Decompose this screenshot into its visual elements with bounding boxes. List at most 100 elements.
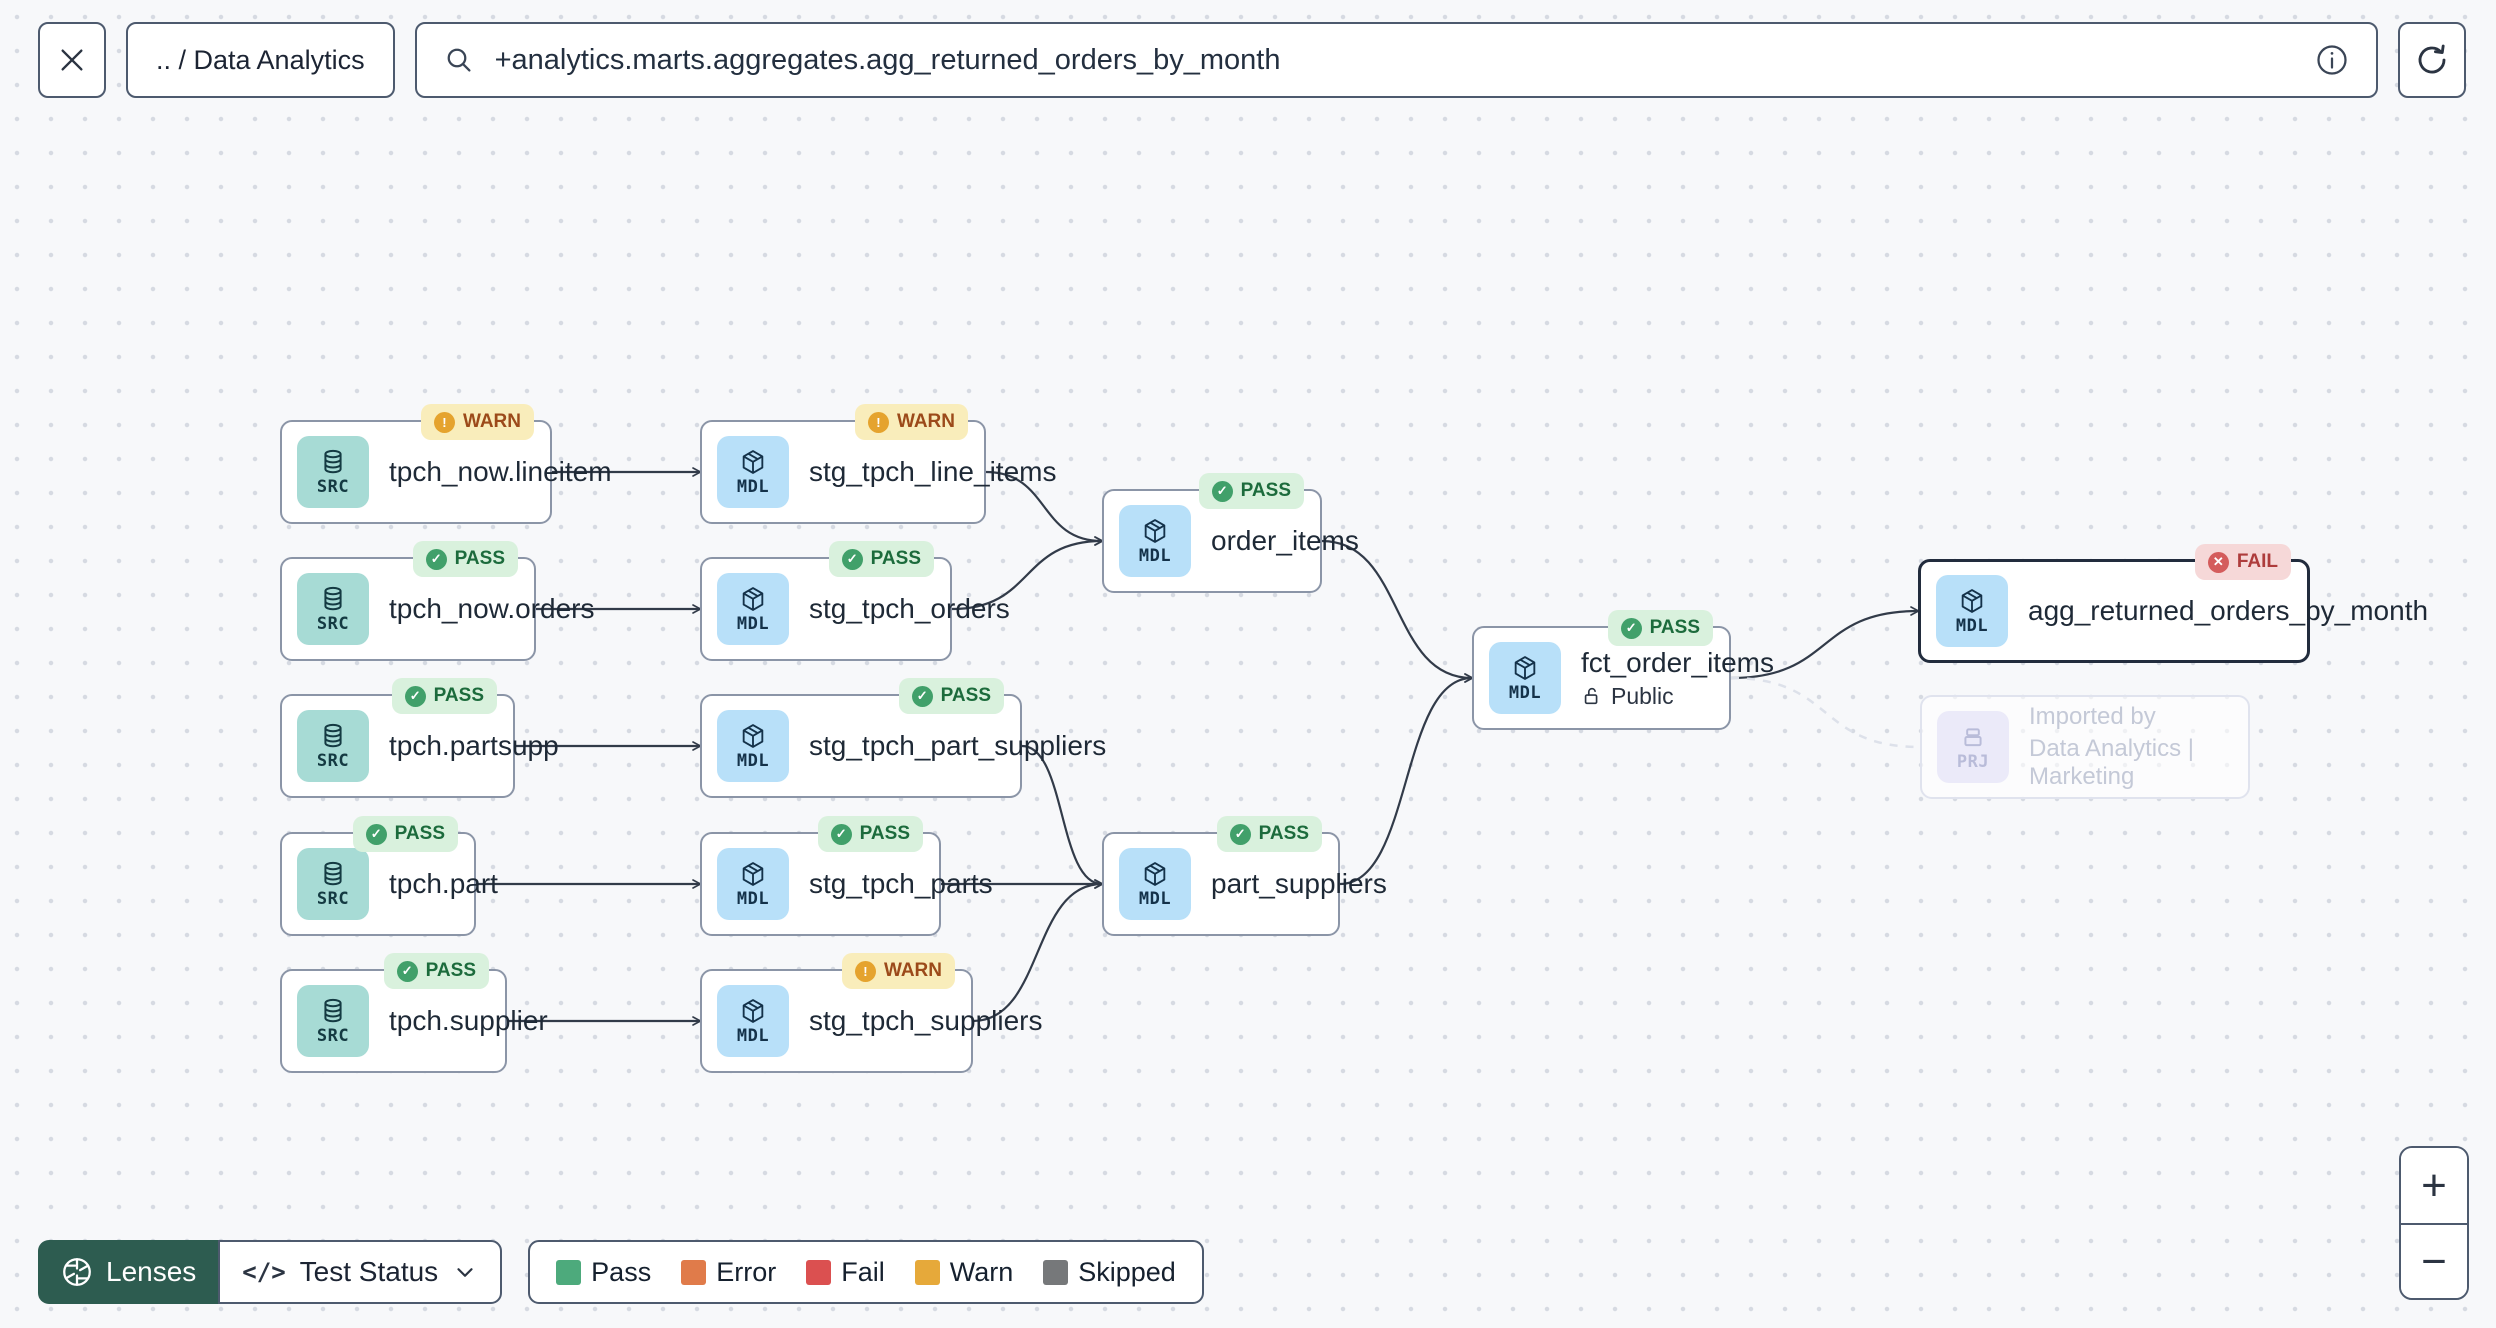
node-subtitle: Public xyxy=(1581,683,1707,710)
close-button[interactable] xyxy=(38,22,106,98)
status-badge-icon: ✓ xyxy=(1211,480,1233,502)
node-type-chip-mdl: MDL xyxy=(717,848,789,920)
lenses-button[interactable]: Lenses xyxy=(38,1240,219,1304)
legend-item-skipped: Skipped xyxy=(1043,1257,1176,1288)
cube-icon xyxy=(742,861,764,886)
node-type-chip-src: SRC xyxy=(297,573,369,645)
node-titles: stg_tpch_part_suppliers xyxy=(809,730,1107,762)
edge-stg_tpch_part_suppliers-to-part_suppliers xyxy=(1021,744,1105,889)
database-icon xyxy=(324,586,342,610)
node-title: tpch.part xyxy=(389,868,498,899)
status-badge-pass: ✓PASS xyxy=(1216,816,1322,852)
status-badge-icon: ✓ xyxy=(1620,617,1642,639)
node-title: Imported by xyxy=(2029,703,2156,730)
cube-icon xyxy=(1514,655,1536,680)
node-type-label: MDL xyxy=(1955,615,1989,636)
graph-node-agg_returned_orders_by_month[interactable]: MDL agg_returned_orders_by_month ✕FAIL xyxy=(1918,544,2429,663)
node-type-chip-src: SRC xyxy=(297,436,369,508)
graph-node-order_items[interactable]: MDL order_items ✓PASS xyxy=(1102,473,1359,593)
node-title: tpch.partsupp xyxy=(389,730,559,761)
status-badge-fail: ✕FAIL xyxy=(2194,544,2291,580)
legend-swatch xyxy=(681,1259,707,1285)
code-icon: </> xyxy=(242,1258,286,1286)
status-badge-warn: !WARN xyxy=(841,953,955,989)
search-input[interactable] xyxy=(492,42,2296,78)
zoom-out-button[interactable]: − xyxy=(2401,1223,2467,1298)
refresh-button[interactable] xyxy=(2398,22,2466,98)
node-title: tpch_now.lineitem xyxy=(389,456,612,487)
node-titles: tpch_now.lineitem xyxy=(389,456,612,488)
node-type-label: SRC xyxy=(316,750,350,771)
node-subtitle: Data Analytics | Marketing xyxy=(2029,735,2194,790)
edge-stg_tpch_line_items-to-order_items xyxy=(985,470,1105,546)
lens-selector-dropdown[interactable]: </> Test Status xyxy=(218,1240,503,1304)
node-titles: tpch.part xyxy=(389,868,498,900)
lenses-label: Lenses xyxy=(106,1256,197,1287)
node-type-label: MDL xyxy=(736,888,770,909)
node-type-chip-mdl: MDL xyxy=(1489,642,1561,714)
node-titles: part_suppliers xyxy=(1211,868,1387,900)
lock-open-icon xyxy=(1584,687,1598,705)
breadcrumb[interactable]: .. / Data Analytics xyxy=(126,22,395,98)
cube-icon xyxy=(1144,518,1166,543)
status-badge-pass: ✓PASS xyxy=(1198,473,1304,509)
zoom-in-button[interactable]: + xyxy=(2401,1148,2467,1223)
lens-control: Lenses </> Test Status xyxy=(38,1240,503,1304)
node-type-label: MDL xyxy=(1508,682,1542,703)
status-badge-icon: ! xyxy=(867,411,889,433)
graph-node-stg_tpch_suppliers[interactable]: MDL stg_tpch_suppliers !WARN xyxy=(700,953,1042,1073)
node-title: agg_returned_orders_by_month xyxy=(2028,595,2429,626)
node-titles: stg_tpch_parts xyxy=(809,868,993,900)
close-icon xyxy=(56,44,88,76)
node-title: stg_tpch_parts xyxy=(809,868,993,899)
database-icon xyxy=(324,449,342,473)
cube-icon xyxy=(1961,588,1983,613)
node-title: order_items xyxy=(1211,525,1359,556)
status-badge-pass: ✓PASS xyxy=(828,541,934,577)
node-type-label: MDL xyxy=(1138,888,1172,909)
node-titles: Imported by Data Analytics | Marketing xyxy=(2029,703,2226,791)
search-bar[interactable] xyxy=(414,22,2378,98)
node-type-chip-src: SRC xyxy=(297,848,369,920)
node-title: stg_tpch_part_suppliers xyxy=(809,730,1107,761)
graph-node-tpch_now_orders[interactable]: SRC tpch_now.orders ✓PASS xyxy=(280,541,595,661)
node-titles: stg_tpch_suppliers xyxy=(809,1005,1042,1037)
node-titles: tpch_now.orders xyxy=(389,593,595,625)
node-type-label: MDL xyxy=(1138,545,1172,566)
node-title: stg_tpch_orders xyxy=(809,593,1010,624)
database-icon xyxy=(324,723,342,747)
status-badge-pass: ✓PASS xyxy=(412,541,518,577)
status-badge-icon: ✓ xyxy=(841,548,863,570)
project-icon xyxy=(1964,727,1982,746)
graph-node-part_suppliers[interactable]: MDL part_suppliers ✓PASS xyxy=(1102,816,1387,936)
node-type-chip-src: SRC xyxy=(297,710,369,782)
node-type-label: PRJ xyxy=(1956,751,1990,772)
node-type-chip-prj: PRJ xyxy=(1937,711,2009,783)
node-type-chip-mdl: MDL xyxy=(717,985,789,1057)
status-badge-icon: ! xyxy=(854,960,876,982)
node-type-chip-mdl: MDL xyxy=(717,573,789,645)
graph-node-imported_by: PRJ Imported by Data Analytics | Marketing xyxy=(1920,695,2250,799)
legend-swatch xyxy=(914,1259,940,1285)
node-title: tpch_now.orders xyxy=(389,593,595,624)
node-title: tpch.supplier xyxy=(389,1005,548,1036)
toolbar: .. / Data Analytics xyxy=(38,22,2466,98)
graph-node-stg_tpch_orders[interactable]: MDL stg_tpch_orders ✓PASS xyxy=(700,541,1010,661)
info-icon[interactable] xyxy=(2314,42,2350,78)
cube-icon xyxy=(742,449,764,474)
status-badge-pass: ✓PASS xyxy=(898,678,1004,714)
cube-icon xyxy=(742,723,764,748)
